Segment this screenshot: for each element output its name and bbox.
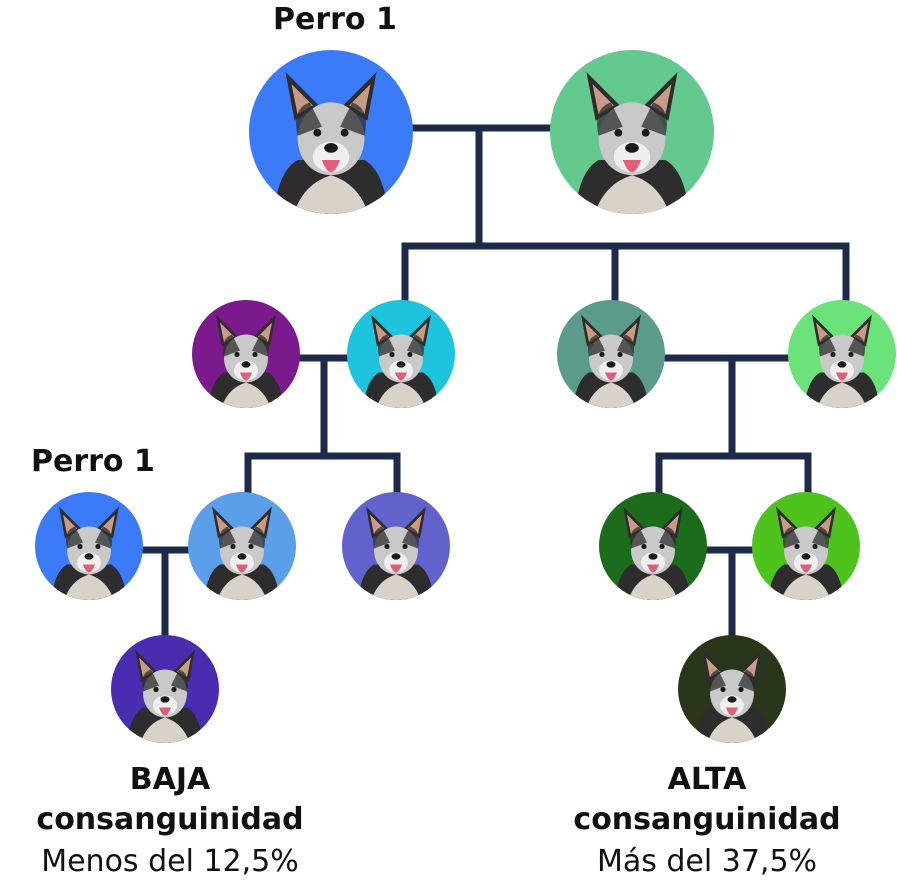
dog-node-child-purple: [192, 300, 300, 408]
dog-photo-icon: [573, 314, 649, 408]
dog-photo-icon: [363, 314, 439, 408]
high-term-label: consanguinidad: [573, 802, 841, 837]
dog-photo-icon: [204, 506, 280, 600]
dog-photo-icon: [694, 649, 770, 743]
low-note-label: Menos del 12,5%: [41, 844, 299, 879]
dog-photo-icon: [768, 506, 844, 600]
dog-photo-icon: [358, 506, 434, 600]
dog-node-grandchild-indigo: [342, 492, 450, 600]
dog-node-perro-1-mid: [35, 492, 143, 600]
dog-node-offspring-low: [111, 635, 219, 743]
low-inbreeding-block: BAJA consanguinidad Menos del 12,5%: [0, 760, 350, 884]
dog-node-child-teal: [557, 300, 665, 408]
dog-photo-icon: [273, 71, 389, 214]
dog-node-mate-top: [550, 50, 714, 214]
dog-node-grandchild-darkgreen: [599, 492, 707, 600]
dog-photo-icon: [208, 314, 284, 408]
dog-photo-icon: [615, 506, 691, 600]
pedigree-lines: [139, 124, 850, 639]
mid-dog-label: Perro 1: [31, 444, 155, 479]
dog-photo-icon: [51, 506, 127, 600]
low-term-label: consanguinidad: [36, 802, 304, 837]
dog-photo-icon: [127, 649, 203, 743]
dog-node-grandchild-green: [752, 492, 860, 600]
low-level-label: BAJA: [129, 762, 211, 797]
high-level-label: ALTA: [667, 762, 747, 797]
high-note-label: Más del 37,5%: [596, 844, 818, 879]
dog-node-offspring-high: [678, 635, 786, 743]
dog-node-grandchild-lightblue: [188, 492, 296, 600]
dog-node-child-cyan: [347, 300, 455, 408]
top-dog-label: Perro 1: [273, 2, 397, 37]
high-inbreeding-block: ALTA consanguinidad Más del 37,5%: [527, 760, 887, 884]
dog-node-child-lightgreen: [788, 300, 896, 408]
dog-node-perro-1-top: [249, 50, 413, 214]
dog-nodes: [35, 50, 896, 743]
dog-photo-icon: [804, 314, 880, 408]
dog-photo-icon: [574, 71, 690, 214]
